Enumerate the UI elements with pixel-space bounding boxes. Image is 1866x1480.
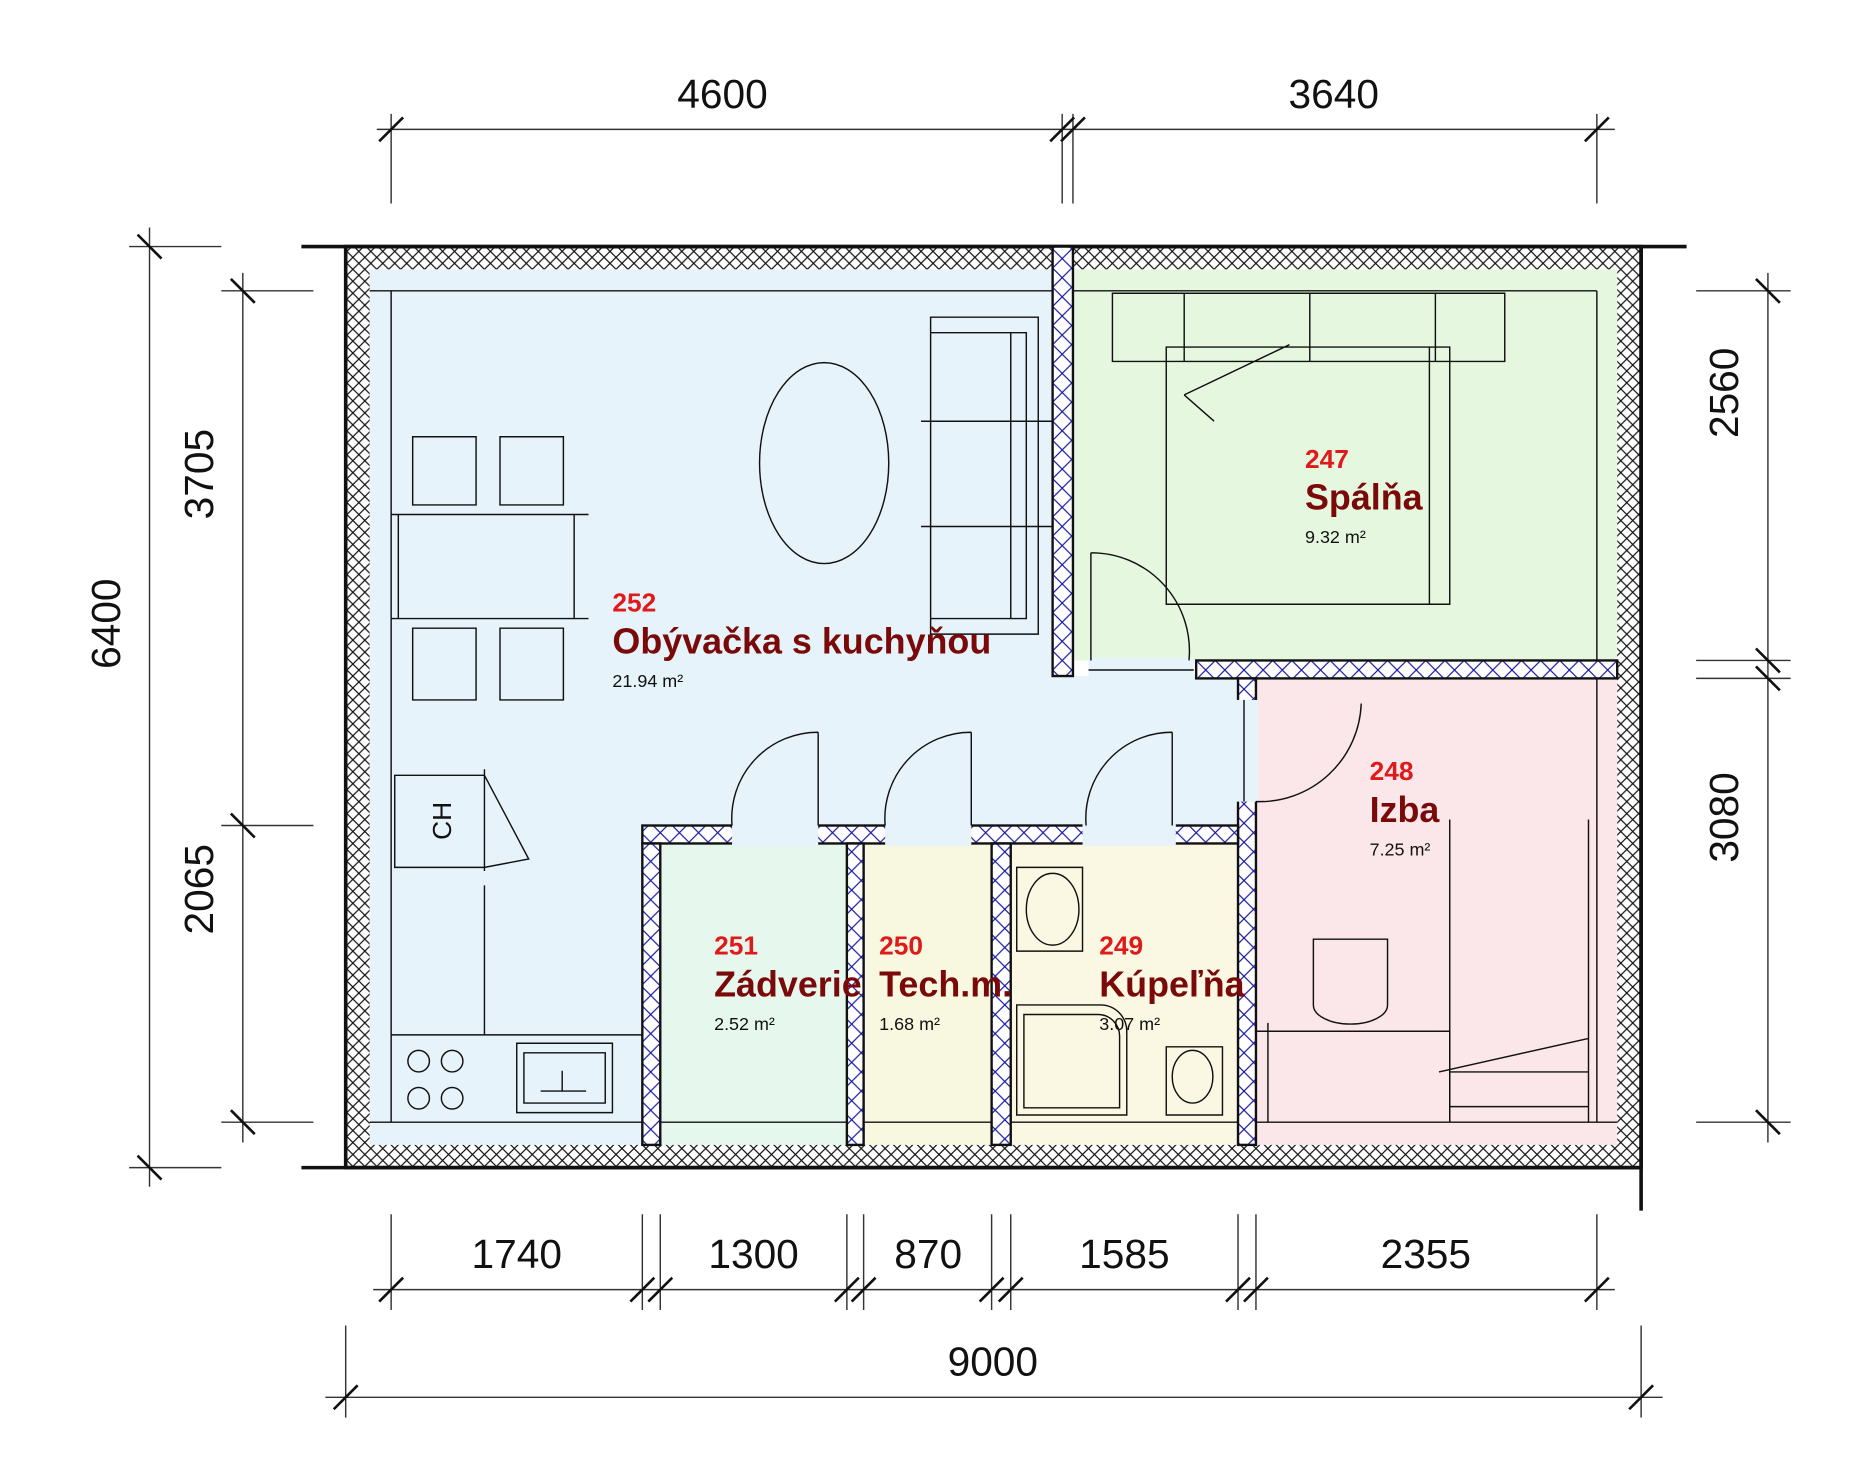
- room-fill-bedroom: [1072, 269, 1618, 661]
- room-label-bedroom: 247 Spálňa 9.32 m²: [1305, 444, 1424, 547]
- interior-walls: [641, 245, 1619, 1147]
- room-fill-tech: [863, 843, 992, 1145]
- washbasin: [1016, 866, 1084, 952]
- dining-table: [391, 513, 589, 620]
- dimension-lines: 4600 3640 1740 1300 870 1585 2355 9000 6…: [83, 71, 1791, 1418]
- dim-bottom-3: 870: [894, 1231, 962, 1277]
- door-izba: [1255, 703, 1362, 803]
- furniture: [391, 292, 1590, 1123]
- room-fill-izba: [1255, 678, 1618, 1145]
- room-label-bath: 249 Kúpeľňa 3.07 m²: [1099, 931, 1245, 1034]
- room-area: 3.07 m²: [1099, 1014, 1160, 1034]
- room-name: Tech.m.: [879, 965, 1012, 1005]
- doors: [731, 552, 1362, 826]
- dim-top-2: 3640: [1288, 71, 1378, 117]
- dim-bottom-1: 1740: [472, 1231, 562, 1277]
- room-name: Obývačka s kuchyňou: [612, 621, 991, 661]
- room-area: 2.52 m²: [714, 1014, 775, 1034]
- door-bath: [1085, 731, 1173, 826]
- dim-right-1: 2560: [1701, 348, 1747, 438]
- room-fill-zadverie: [660, 843, 847, 1145]
- room-number: 250: [879, 931, 923, 961]
- room-label-tech: 250 Tech.m. 1.68 m²: [879, 931, 1012, 1034]
- dim-top-1: 4600: [677, 71, 767, 117]
- room-name: Zádverie: [714, 965, 862, 1005]
- bed-izba: [1438, 819, 1590, 1123]
- room-fill-living: [369, 269, 1239, 1145]
- room-name: Izba: [1370, 790, 1441, 830]
- room-area: 9.32 m²: [1305, 527, 1366, 547]
- room-label-zadverie: 251 Zádverie 2.52 m²: [714, 931, 862, 1034]
- dim-bottom-4: 1585: [1079, 1231, 1169, 1277]
- room-name: Kúpeľňa: [1099, 965, 1245, 1005]
- room-number: 251: [714, 931, 758, 961]
- dim-overall-height: 6400: [83, 578, 129, 668]
- heater: [394, 769, 530, 871]
- door-zadverie: [731, 731, 819, 826]
- room-area: 1.68 m²: [879, 1014, 940, 1034]
- room-fill-bath: [1010, 843, 1239, 1145]
- counter: [391, 885, 643, 1036]
- toilet: [1165, 1046, 1224, 1116]
- room-number: 249: [1099, 931, 1143, 961]
- door-bedroom: [1090, 552, 1191, 661]
- sofa: [921, 316, 1053, 635]
- dim-bottom-2: 1300: [708, 1231, 798, 1277]
- exterior-walls: [301, 244, 1687, 1211]
- room-number: 247: [1305, 444, 1349, 474]
- kitchen-sink: [516, 1042, 614, 1114]
- bed: [1111, 292, 1506, 605]
- dim-right-2: 3080: [1701, 772, 1747, 862]
- room-labels: 252 Obývačka s kuchyňou 21.94 m² 247 Spá…: [427, 444, 1440, 1034]
- room-area: 7.25 m²: [1370, 839, 1431, 859]
- room-area: 21.94 m²: [612, 671, 683, 691]
- dim-left-2: 2065: [176, 844, 222, 934]
- desk-chair: [1312, 938, 1389, 1025]
- dim-bottom-5: 2355: [1381, 1231, 1471, 1277]
- room-label-izba: 248 Izba 7.25 m²: [1370, 756, 1441, 859]
- room-fills: [369, 269, 1618, 1145]
- heater-label: CH: [427, 802, 457, 840]
- dim-left-1: 3705: [176, 429, 222, 519]
- room-name: Spálňa: [1305, 478, 1424, 518]
- room-number: 248: [1370, 756, 1414, 786]
- shower: [1016, 1004, 1128, 1116]
- room-label-living: 252 Obývačka s kuchyňou 21.94 m²: [612, 587, 991, 690]
- room-number: 252: [612, 587, 656, 617]
- dim-overall-width: 9000: [948, 1339, 1038, 1385]
- door-tech: [884, 731, 972, 826]
- chairs: [411, 436, 565, 701]
- rug: [758, 361, 890, 565]
